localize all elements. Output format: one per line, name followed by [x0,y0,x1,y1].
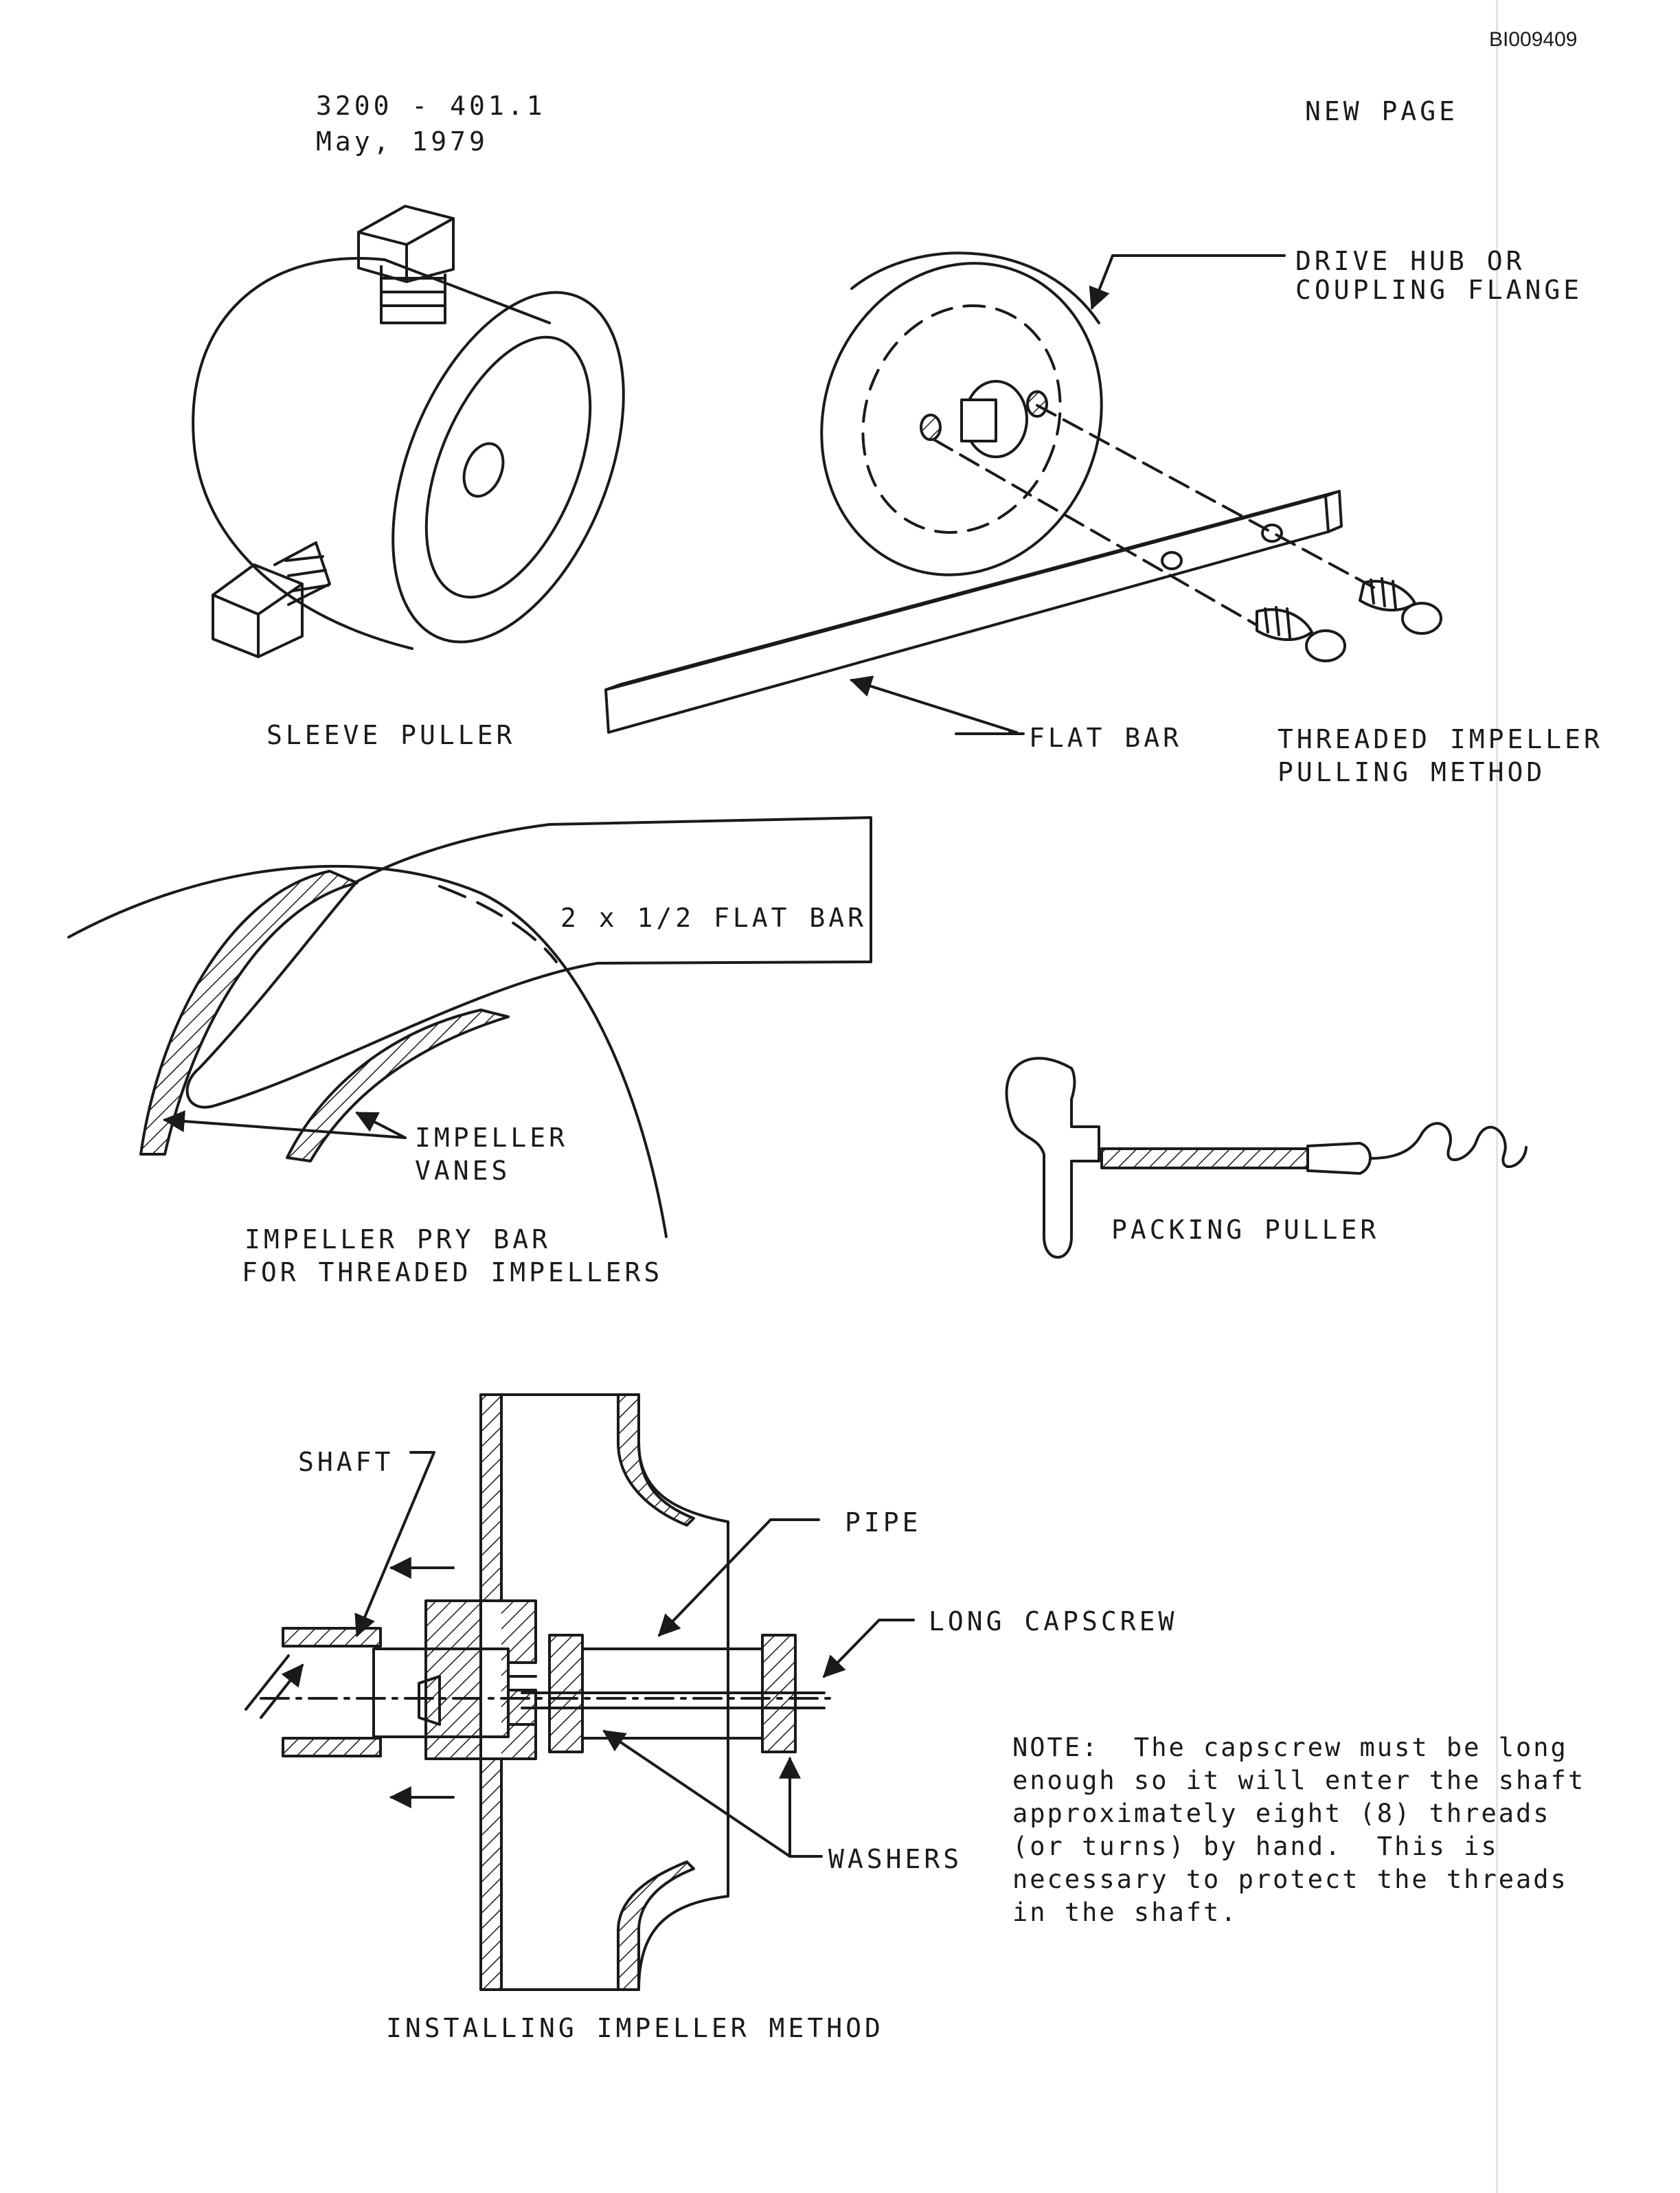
document-id: BI009409 [1489,28,1578,51]
impeller-vanes-label-line2: VANES [415,1156,511,1186]
pipe-label: PIPE [845,1507,922,1538]
threaded-impeller-caption-line2: PULLING METHOD [1278,757,1546,787]
drive-hub-label-line2: COUPLING FLANGE [1295,275,1583,305]
long-capscrew-label: LONG CAPSCREW [929,1606,1178,1637]
note-line: in the shaft. [1012,1898,1238,1927]
drive-hub-label-line1: DRIVE HUB OR [1295,246,1525,276]
drive-hub-drawing [604,251,1442,735]
document-date: May, 1979 [316,126,488,157]
document-number: 3200 - 401.1 [316,91,546,121]
note-line: enough so it will enter the shaft [1012,1766,1586,1795]
washers-label: WASHERS [828,1844,963,1874]
impeller-pry-bar-drawing [67,816,872,1238]
note-line: NOTE: The capscrew must be long [1012,1733,1568,1762]
note-line: (or turns) by hand. This is [1012,1832,1499,1861]
pry-bar-caption-line1: IMPELLER PRY BAR [245,1224,552,1255]
sleeve-puller-drawing [192,205,625,658]
packing-puller-drawing [1005,1057,1528,1259]
note-line: approximately eight (8) threads [1012,1799,1551,1828]
impeller-vanes-label-line1: IMPELLER [415,1123,569,1153]
installing-impeller-drawing [245,1393,915,1991]
scan-artifact-line [1496,0,1498,2193]
flat-bar-label: FLAT BAR [1029,723,1183,753]
shaft-label: SHAFT [298,1447,394,1477]
installing-impeller-caption: INSTALLING IMPELLER METHOD [386,2013,884,2043]
flat-bar-size-label: 2 x 1/2 FLAT BAR [560,903,867,933]
threaded-impeller-caption-line1: THREADED IMPELLER [1278,724,1603,754]
packing-puller-caption: PACKING PULLER [1111,1215,1380,1245]
pry-bar-caption-line2: FOR THREADED IMPELLERS [242,1257,663,1287]
sleeve-puller-caption: SLEEVE PULLER [266,720,516,750]
note-line: necessary to protect the threads [1012,1865,1568,1894]
new-page-label: NEW PAGE [1305,96,1459,126]
